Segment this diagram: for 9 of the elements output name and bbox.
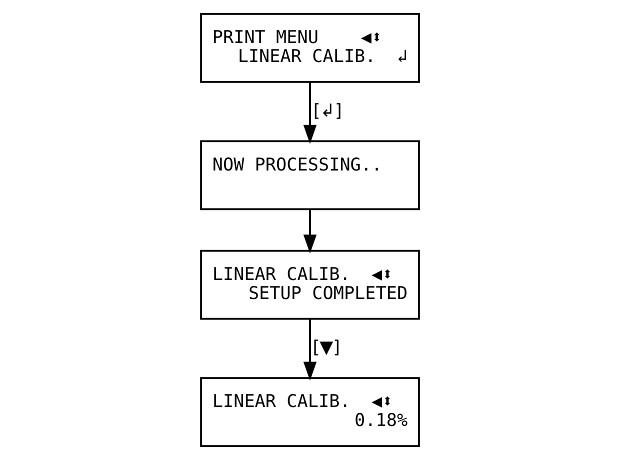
node-box: LINEAR CALIB. ◀⬍ SETUP COMPLETED: [200, 250, 420, 320]
node-box: NOW PROCESSING..: [200, 140, 420, 210]
arrow: [302, 210, 316, 254]
node-box: PRINT MENU ◀⬍ LINEAR CALIB. ↲: [200, 13, 420, 83]
edge-label: [↲]: [312, 101, 342, 122]
node-box: LINEAR CALIB. ◀⬍ 0.18%: [200, 377, 420, 447]
arrow: [302, 318, 316, 381]
edge-label: [▼]: [312, 338, 340, 358]
arrow: [302, 82, 316, 144]
